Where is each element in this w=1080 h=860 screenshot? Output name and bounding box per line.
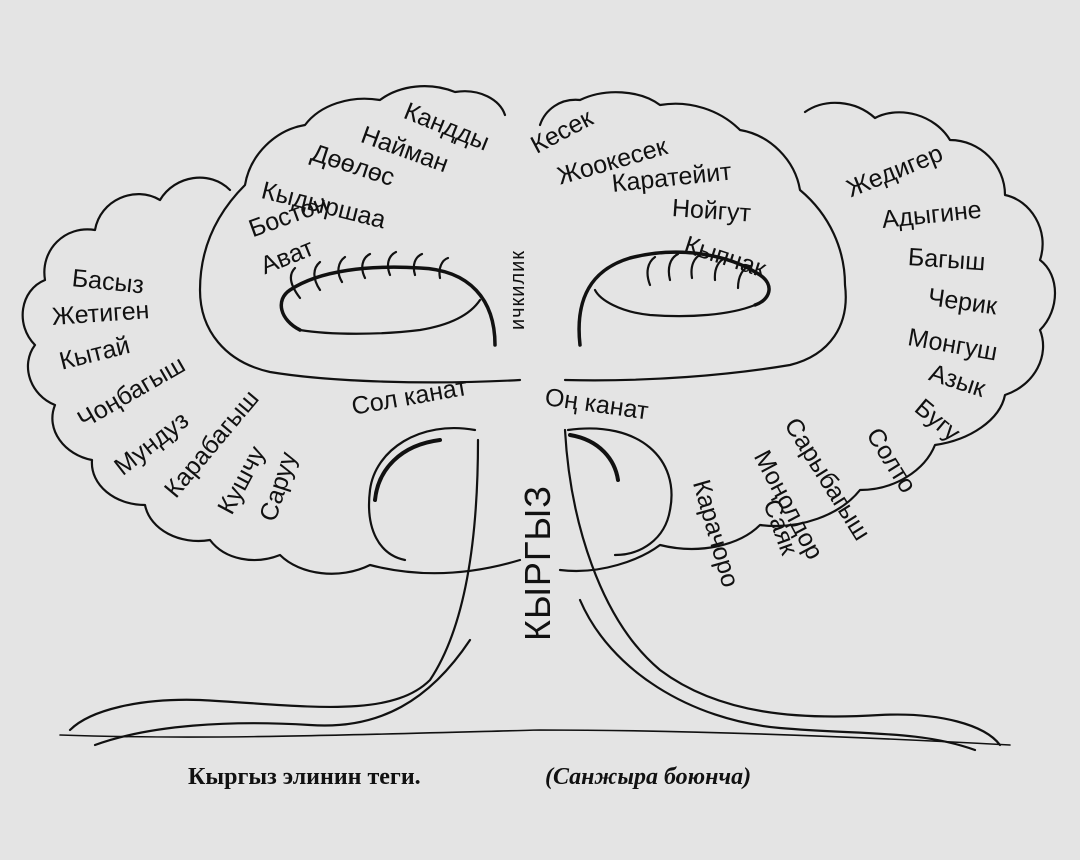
caption-source: (Санжыра боюнча)	[545, 764, 752, 790]
trunk-right-bold	[568, 433, 620, 482]
right-leaf-inner	[593, 288, 757, 318]
left-crown-outline	[21, 176, 522, 575]
left-spikes	[289, 250, 450, 300]
trunk-left	[367, 427, 477, 562]
root-left-2	[93, 638, 472, 747]
right-leaf-curl	[577, 250, 771, 347]
caption-title: Кыргыз элинин теги.	[188, 764, 421, 790]
left-inner-cloud	[198, 85, 522, 384]
left-leaf-curl	[279, 265, 497, 347]
root-label: КЫРГЫЗ	[516, 485, 558, 641]
right-crown-outline	[558, 101, 1057, 572]
center-label: ичкилик	[507, 249, 530, 331]
right-inner-cloud	[538, 91, 847, 382]
right-inner-item: Нойгут	[671, 194, 752, 228]
trunk-right	[566, 427, 673, 557]
left-outer-item: Жетиген	[50, 296, 151, 331]
right-outer-item: Багыш	[907, 243, 987, 277]
trunk-core-right	[563, 428, 1002, 747]
trunk-core-left	[68, 438, 480, 732]
trunk-left-bold	[373, 438, 442, 502]
root-right-2	[578, 598, 977, 752]
left-leaf-inner	[298, 298, 482, 335]
ground-line	[59, 729, 1011, 746]
right-spikes	[646, 252, 752, 290]
